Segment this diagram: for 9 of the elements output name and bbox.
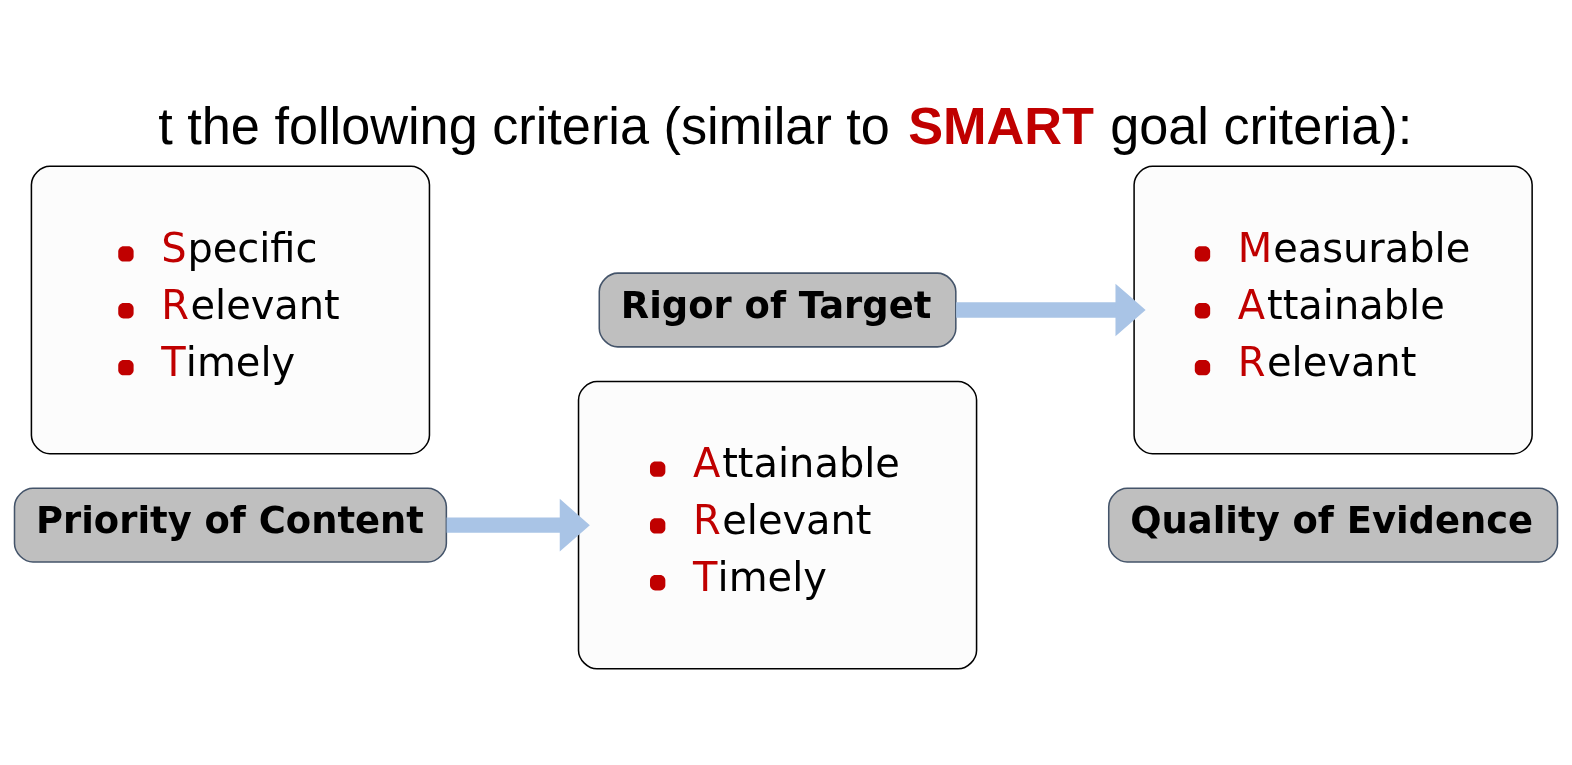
diagram-title: t the following criteria (similar to SMART goal criteria):: [158, 96, 1413, 155]
node-box: Priority of Content: [13, 487, 448, 563]
node-box: Attainable Relevant Timely: [577, 380, 978, 670]
arrow: [446, 498, 590, 551]
node-box: Rigor of Target: [598, 271, 957, 348]
node-box: Measurable Attainable Relevant: [1133, 165, 1533, 454]
node-box: Specific Relevant Timely: [30, 165, 431, 454]
arrow: [956, 283, 1146, 336]
node-box: Quality of Evidence: [1107, 487, 1559, 563]
